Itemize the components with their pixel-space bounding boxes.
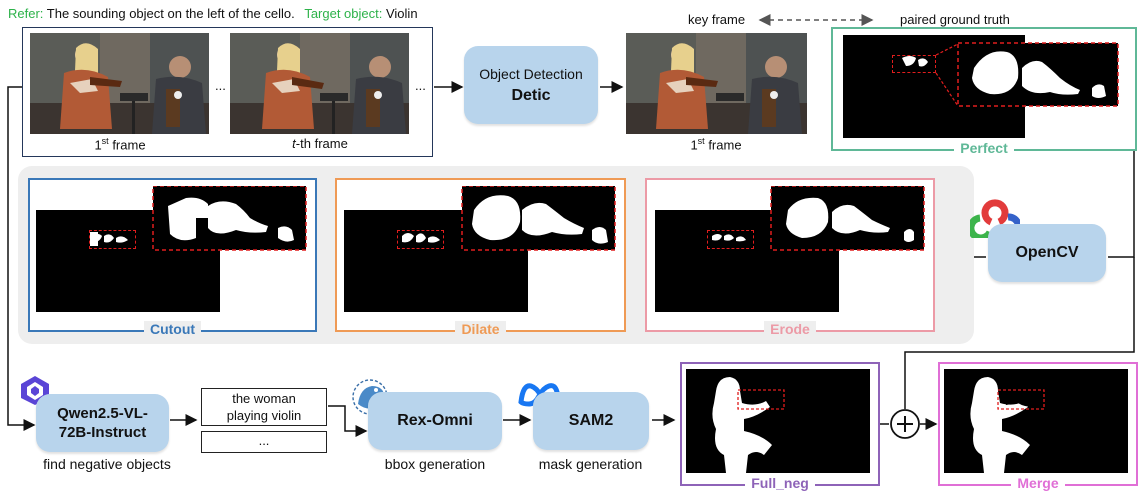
rex-omni-block: Rex-Omni <box>368 392 502 450</box>
key-frame-image <box>626 33 807 134</box>
rex-omni-caption: bbox generation <box>384 456 486 472</box>
refer-text: The sounding object on the left of the c… <box>46 6 295 21</box>
frame-1-image <box>30 33 209 134</box>
qwen-caption: find negative objects <box>43 456 171 472</box>
paired-gt-label: paired ground truth <box>900 12 1010 27</box>
erode-bbox <box>707 230 754 249</box>
frame-t-caption: t-th frame <box>292 136 348 151</box>
key-frame-label: key frame <box>688 12 746 27</box>
merge-mask <box>944 369 1128 473</box>
frame-1-caption: 1st frame <box>94 136 146 153</box>
target-label: Target object: <box>304 6 383 21</box>
full-neg-mask <box>686 369 870 473</box>
ellipsis-a: ... <box>215 78 226 93</box>
merge-label: Merge <box>1011 475 1065 491</box>
video-frame-photo <box>30 33 209 134</box>
qwen-line2: 72B-Instruct <box>58 424 147 441</box>
negative-object-more: ... <box>201 431 327 453</box>
refer-line: Refer: The sounding object on the left o… <box>8 6 418 21</box>
key-frame-caption: 1st frame <box>690 136 742 153</box>
refer-label: Refer: <box>8 6 44 21</box>
dilate-bbox <box>397 230 444 249</box>
cutout-label: Cutout <box>143 321 202 337</box>
sam2-caption: mask generation <box>538 456 643 472</box>
erode-label: Erode <box>764 321 816 337</box>
qwen-line1: Qwen2.5-VL- <box>57 405 148 422</box>
frames-panel <box>22 27 433 157</box>
perfect-bbox <box>892 55 936 73</box>
qwen-block: Qwen2.5-VL- 72B-Instruct <box>36 394 169 452</box>
object-detection-title: Object Detection <box>479 65 583 82</box>
frame-t-image <box>230 33 409 134</box>
cutout-zoom-svg <box>90 186 307 251</box>
cutout-bbox <box>89 230 136 249</box>
ellipsis-b: ... <box>415 78 426 93</box>
target-text: Violin <box>385 6 418 21</box>
sam2-block: SAM2 <box>533 392 649 450</box>
perfect-zoom-svg <box>902 42 1119 107</box>
video-frame-photo <box>230 33 409 134</box>
full-neg-label: Full_neg <box>745 475 815 491</box>
erode-zoom-svg <box>712 186 925 251</box>
dilate-zoom-svg <box>402 186 616 251</box>
video-frame-photo <box>626 33 807 134</box>
dilate-label: Dilate <box>455 321 506 337</box>
object-detection-block: Object Detection Detic <box>464 46 598 124</box>
detic-label: Detic <box>511 86 551 104</box>
negative-object-text: the woman playing violin <box>201 388 327 426</box>
perfect-label: Perfect <box>954 140 1014 156</box>
opencv-block: OpenCV <box>988 224 1106 282</box>
